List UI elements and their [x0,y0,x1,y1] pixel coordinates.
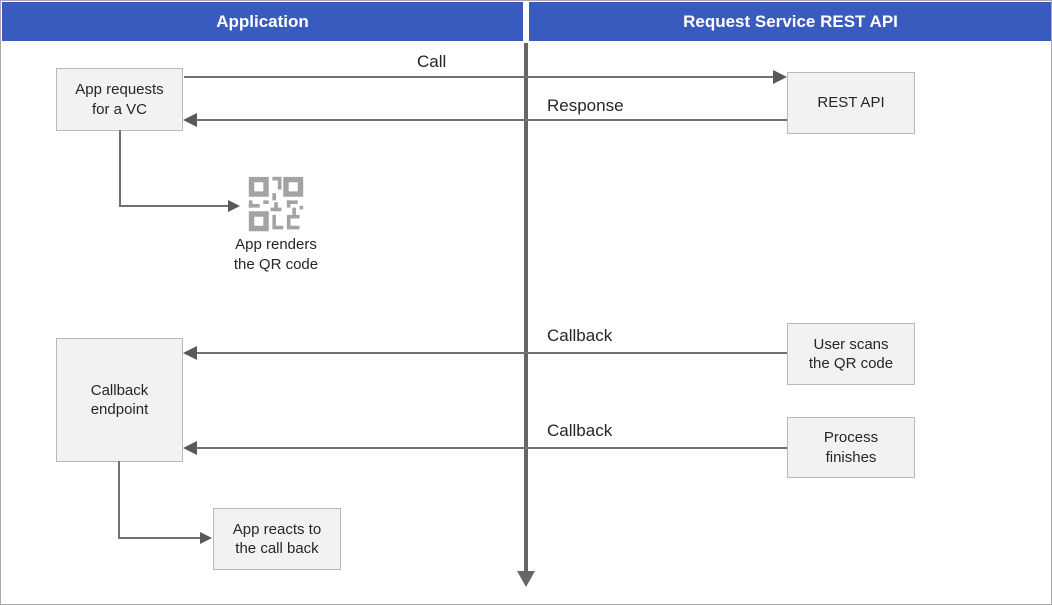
node-app-requests-vc: App requests for a VC [56,68,183,131]
arrow-right-icon [228,200,240,212]
node-process-finishes-label: Process finishes [823,429,879,466]
node-app-requests-vc-label: App requests for a VC [75,81,164,118]
qr-caption: App renders the QR code [233,236,319,274]
message-callback-bottom-line [197,447,787,449]
message-response-label: Response [547,96,624,115]
message-callback-bottom-label: Callback [547,421,613,440]
lane-header-rest-api-label: Request Service REST API [683,11,898,31]
node-rest-api: REST API [787,72,915,134]
lane-header-application-label: Application [216,11,309,31]
lifeline-divider [524,43,528,571]
lane-header-rest-api: Request Service REST API [529,2,1051,41]
message-call-line [184,76,774,78]
node-callback-endpoint-label: Callback endpoint [90,381,149,419]
arrow-left-icon [183,346,197,360]
qr-code-icon [248,176,304,232]
node-app-reacts-callback: App reacts to the call back [213,508,341,570]
arrow-left-icon [183,113,197,127]
connector-app-to-qr-horizontal [119,205,229,207]
arrow-down-icon [517,571,535,587]
message-callback-top-line [197,352,787,354]
message-callback-top-label: Callback [547,326,613,345]
message-call-label: Call [417,52,447,71]
node-user-scans-qr-label: User scans the QR code [808,335,894,373]
node-app-reacts-callback-label: App reacts to the call back [232,520,322,558]
arrow-right-icon [200,532,212,544]
node-process-finishes: Process finishes [787,417,915,478]
node-user-scans-qr: User scans the QR code [787,323,915,385]
connector-endpoint-to-reacts-horizontal [118,537,201,539]
connector-app-to-qr-vertical [119,130,121,207]
arrow-right-icon [773,70,787,84]
node-rest-api-label: REST API [817,94,885,112]
node-callback-endpoint: Callback endpoint [56,338,183,462]
connector-endpoint-to-reacts-vertical [118,461,120,539]
message-response-line [197,119,787,121]
lane-header-application: Application [2,2,523,41]
arrow-left-icon [183,441,197,455]
